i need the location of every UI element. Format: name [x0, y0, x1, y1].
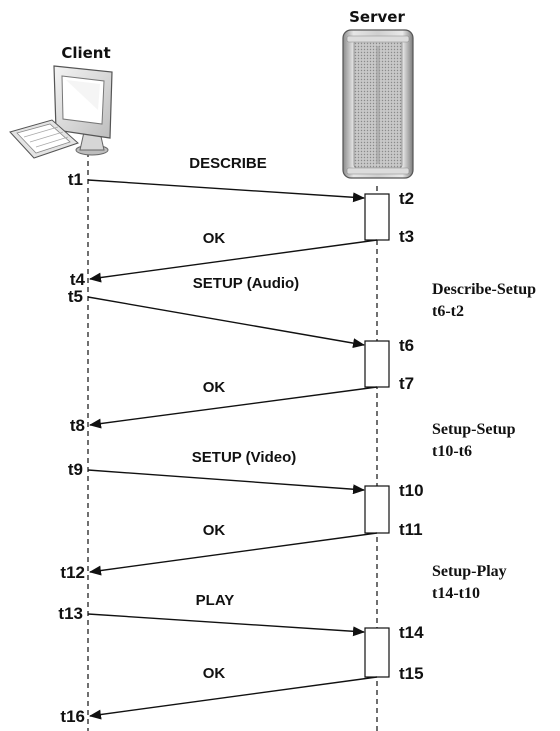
- request-arrow: [88, 614, 364, 632]
- note-title-describe-setup: Describe-Setup: [432, 281, 536, 298]
- request-label: DESCRIBE: [189, 155, 267, 172]
- notes: Describe-Setup t6-t2 Setup-Setup t10-t6 …: [432, 281, 536, 602]
- response-arrow: [90, 240, 377, 279]
- response-label: OK: [203, 522, 226, 539]
- activation-box: [365, 486, 389, 533]
- response-arrow: [90, 677, 377, 716]
- response-label: OK: [203, 379, 226, 396]
- request-label: SETUP (Video): [192, 449, 296, 466]
- server-tower-icon: [343, 30, 413, 178]
- time-label-server: t6: [399, 336, 414, 355]
- time-label-client: t9: [68, 460, 83, 479]
- time-label-server: t11: [399, 520, 423, 539]
- response-arrow: [90, 387, 377, 425]
- time-label-server: t3: [399, 227, 414, 246]
- server-label: Server: [349, 8, 405, 26]
- response-label: OK: [203, 230, 226, 247]
- response-label: OK: [203, 665, 226, 682]
- request-arrow: [88, 180, 364, 198]
- note-title-setup-play: Setup-Play: [432, 563, 507, 580]
- time-label-client: t13: [58, 604, 83, 623]
- activation-box: [365, 194, 389, 240]
- client-label: Client: [61, 44, 110, 62]
- request-arrow: [88, 297, 364, 345]
- activation-box: [365, 341, 389, 387]
- activation-box: [365, 628, 389, 677]
- request-label: SETUP (Audio): [193, 275, 299, 292]
- note-formula-setup-setup: t10-t6: [432, 443, 472, 460]
- time-label-client: t16: [60, 707, 85, 726]
- time-label-server: t15: [399, 664, 424, 683]
- note-title-setup-setup: Setup-Setup: [432, 421, 516, 438]
- time-label-server: t2: [399, 189, 414, 208]
- time-label-server: t7: [399, 374, 414, 393]
- time-label-client: t8: [70, 416, 85, 435]
- time-label-server: t14: [399, 623, 424, 642]
- note-formula-describe-setup: t6-t2: [432, 303, 464, 320]
- time-label-client: t1: [68, 170, 83, 189]
- client-computer-icon: [10, 66, 112, 158]
- request-label: PLAY: [196, 592, 235, 609]
- time-label-client: t12: [60, 563, 85, 582]
- response-arrow: [90, 533, 377, 572]
- time-label-server: t10: [399, 481, 424, 500]
- request-arrow: [88, 470, 364, 490]
- note-formula-setup-play: t14-t10: [432, 585, 480, 602]
- time-label-client: t5: [68, 287, 83, 306]
